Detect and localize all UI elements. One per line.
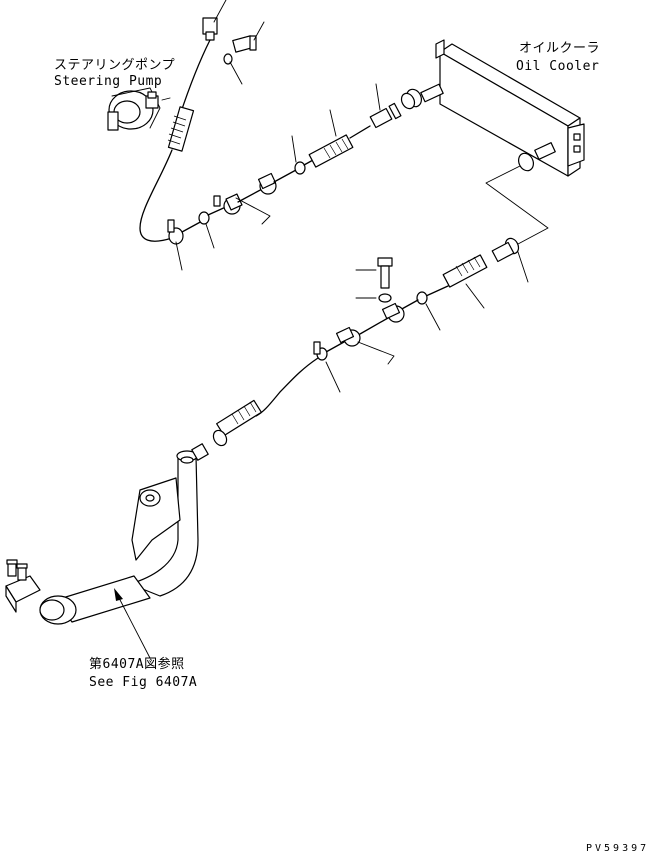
pipe-assembly [5, 443, 209, 625]
lower-hose-line [212, 237, 520, 447]
see-fig-label-en: See Fig 6407A [89, 675, 197, 690]
pump-top-fittings [202, 17, 257, 65]
steering-pump [107, 87, 171, 131]
steering-pump-label-jp: ステアリングポンプ [54, 58, 175, 73]
oil-cooler [406, 39, 585, 177]
drawing-code: PV59397 [586, 843, 649, 854]
oil-cooler-label-en: Oil Cooler [516, 59, 599, 74]
oil-cooler-label-jp: オイルクーラ [519, 41, 600, 56]
upper-hose-line [139, 39, 416, 245]
leader-lines [114, 0, 529, 659]
cooler-return-line [485, 165, 549, 245]
steering-pump-label-en: Steering Pump [54, 74, 162, 89]
see-fig-label-jp: 第6407A図参照 [89, 656, 185, 672]
